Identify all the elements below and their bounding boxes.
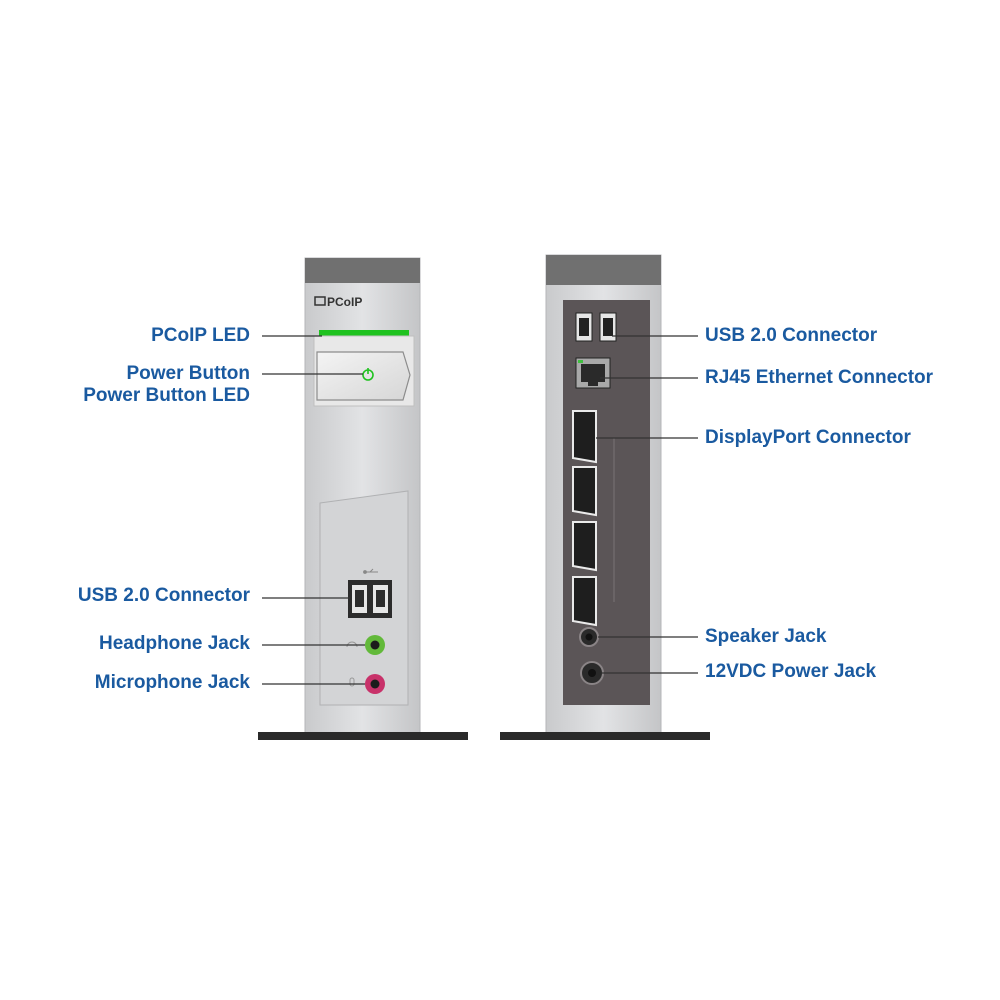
label-microphone-jack: Microphone Jack [94, 672, 250, 693]
label-displayport: DisplayPort Connector [705, 427, 911, 448]
displayport-connectors [572, 410, 615, 627]
displayport-2[interactable] [572, 466, 597, 517]
displayport-3[interactable] [572, 521, 597, 572]
back-base [500, 732, 710, 740]
front-base [258, 732, 468, 740]
microphone-icon [349, 677, 355, 687]
label-back-usb: USB 2.0 Connector [705, 325, 878, 346]
headphone-jack[interactable] [365, 635, 385, 655]
pcoip-logo-text: PCoIP [327, 295, 362, 309]
power-jack[interactable] [580, 661, 604, 685]
label-rj45: RJ45 Ethernet Connector [705, 367, 934, 388]
front-top-cap [305, 258, 420, 283]
label-front-usb: USB 2.0 Connector [77, 585, 250, 606]
label-power-button-led: Power Button LED [83, 385, 250, 406]
label-power-button: Power Button [126, 363, 251, 384]
pcoip-logo: PCoIP [314, 295, 362, 309]
leader-lines [262, 335, 698, 685]
label-headphone-jack: Headphone Jack [99, 633, 250, 654]
power-icon [362, 368, 374, 381]
microphone-jack[interactable] [365, 674, 385, 694]
front-unit: PCoIP [258, 257, 468, 740]
usb-icon [363, 568, 378, 574]
label-power-jack: 12VDC Power Jack [705, 661, 877, 682]
rj45-connector[interactable] [575, 357, 611, 389]
label-pcoip-led: PCoIP LED [151, 325, 250, 346]
back-unit [500, 254, 710, 740]
back-top-cap [546, 255, 661, 285]
displayport-1[interactable] [572, 410, 597, 464]
pcoip-led [319, 330, 409, 336]
displayport-4[interactable] [572, 576, 597, 627]
speaker-jack[interactable] [579, 627, 599, 647]
back-usb-connector[interactable] [575, 312, 617, 342]
label-speaker-jack: Speaker Jack [705, 626, 827, 647]
